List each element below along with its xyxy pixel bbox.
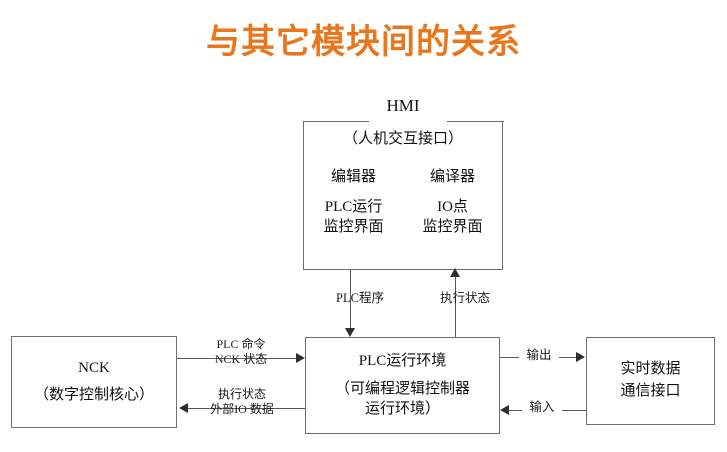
connector-plc-to-nck-label: 执行状态 外部IO 数据 bbox=[210, 387, 274, 417]
plc-runtime-box[interactable]: PLC运行环境 （可编程逻辑控制器 运行环境） bbox=[305, 337, 500, 434]
connector-plc-to-hmi-label: 执行状态 bbox=[439, 291, 490, 305]
hmi-top-border-left bbox=[303, 121, 369, 122]
connector-plc-to-hmi-line bbox=[455, 277, 456, 337]
hmi-subtitle: （人机交互接口） bbox=[342, 131, 463, 147]
connector-plc-to-realtime-arrowhead bbox=[576, 352, 585, 362]
hmi-feature-plc-monitor[interactable]: PLC运行 监控界面 bbox=[323, 199, 384, 236]
realtime-line-1: 实时数据 bbox=[620, 361, 681, 378]
plc-runtime-subtitle: （可编程逻辑控制器 运行环境） bbox=[334, 381, 470, 417]
connector-hmi-to-plc-arrowhead bbox=[345, 328, 355, 337]
realtime-interface-box[interactable]: 实时数据 通信接口 bbox=[586, 337, 715, 425]
connector-plc-to-realtime-label: 输出 bbox=[519, 347, 559, 363]
page-title: 与其它模块间的关系 bbox=[206, 23, 521, 61]
hmi-box[interactable]: （人机交互接口） 编辑器 编译器 PLC运行 监控界面 IO点 监控界面 bbox=[303, 122, 503, 270]
plc-runtime-title: PLC运行环境 bbox=[358, 353, 447, 370]
connector-plc-to-nck-arrowhead bbox=[179, 403, 188, 413]
hmi-feature-compiler[interactable]: 编译器 bbox=[429, 168, 475, 185]
nck-title: NCK bbox=[78, 359, 110, 376]
connector-plc-to-hmi-arrowhead bbox=[450, 268, 460, 277]
connector-nck-to-plc-label: PLC 命令 NCK 状态 bbox=[214, 337, 268, 367]
connector-plc-to-nck-line bbox=[188, 408, 305, 409]
connector-nck-to-plc-arrowhead bbox=[296, 353, 305, 363]
hmi-top-border-right bbox=[447, 121, 504, 122]
nck-box[interactable]: NCK （数字控制核心） bbox=[11, 336, 177, 428]
connector-hmi-to-plc-label: PLC程序 bbox=[336, 291, 384, 305]
connector-realtime-to-plc-arrowhead bbox=[500, 405, 509, 415]
hmi-caption: HMI bbox=[386, 96, 420, 115]
connector-nck-to-plc-line bbox=[177, 358, 297, 359]
connector-realtime-to-plc-label: 输入 bbox=[522, 399, 562, 415]
nck-subtitle: （数字控制核心） bbox=[33, 387, 154, 404]
hmi-feature-editor[interactable]: 编辑器 bbox=[330, 168, 376, 185]
realtime-line-2: 通信接口 bbox=[620, 383, 681, 399]
connector-hmi-to-plc-line bbox=[350, 270, 351, 328]
hmi-feature-io-monitor[interactable]: IO点 监控界面 bbox=[422, 199, 483, 236]
hmi-feature-grid: 编辑器 编译器 PLC运行 监控界面 IO点 监控界面 bbox=[304, 167, 502, 238]
